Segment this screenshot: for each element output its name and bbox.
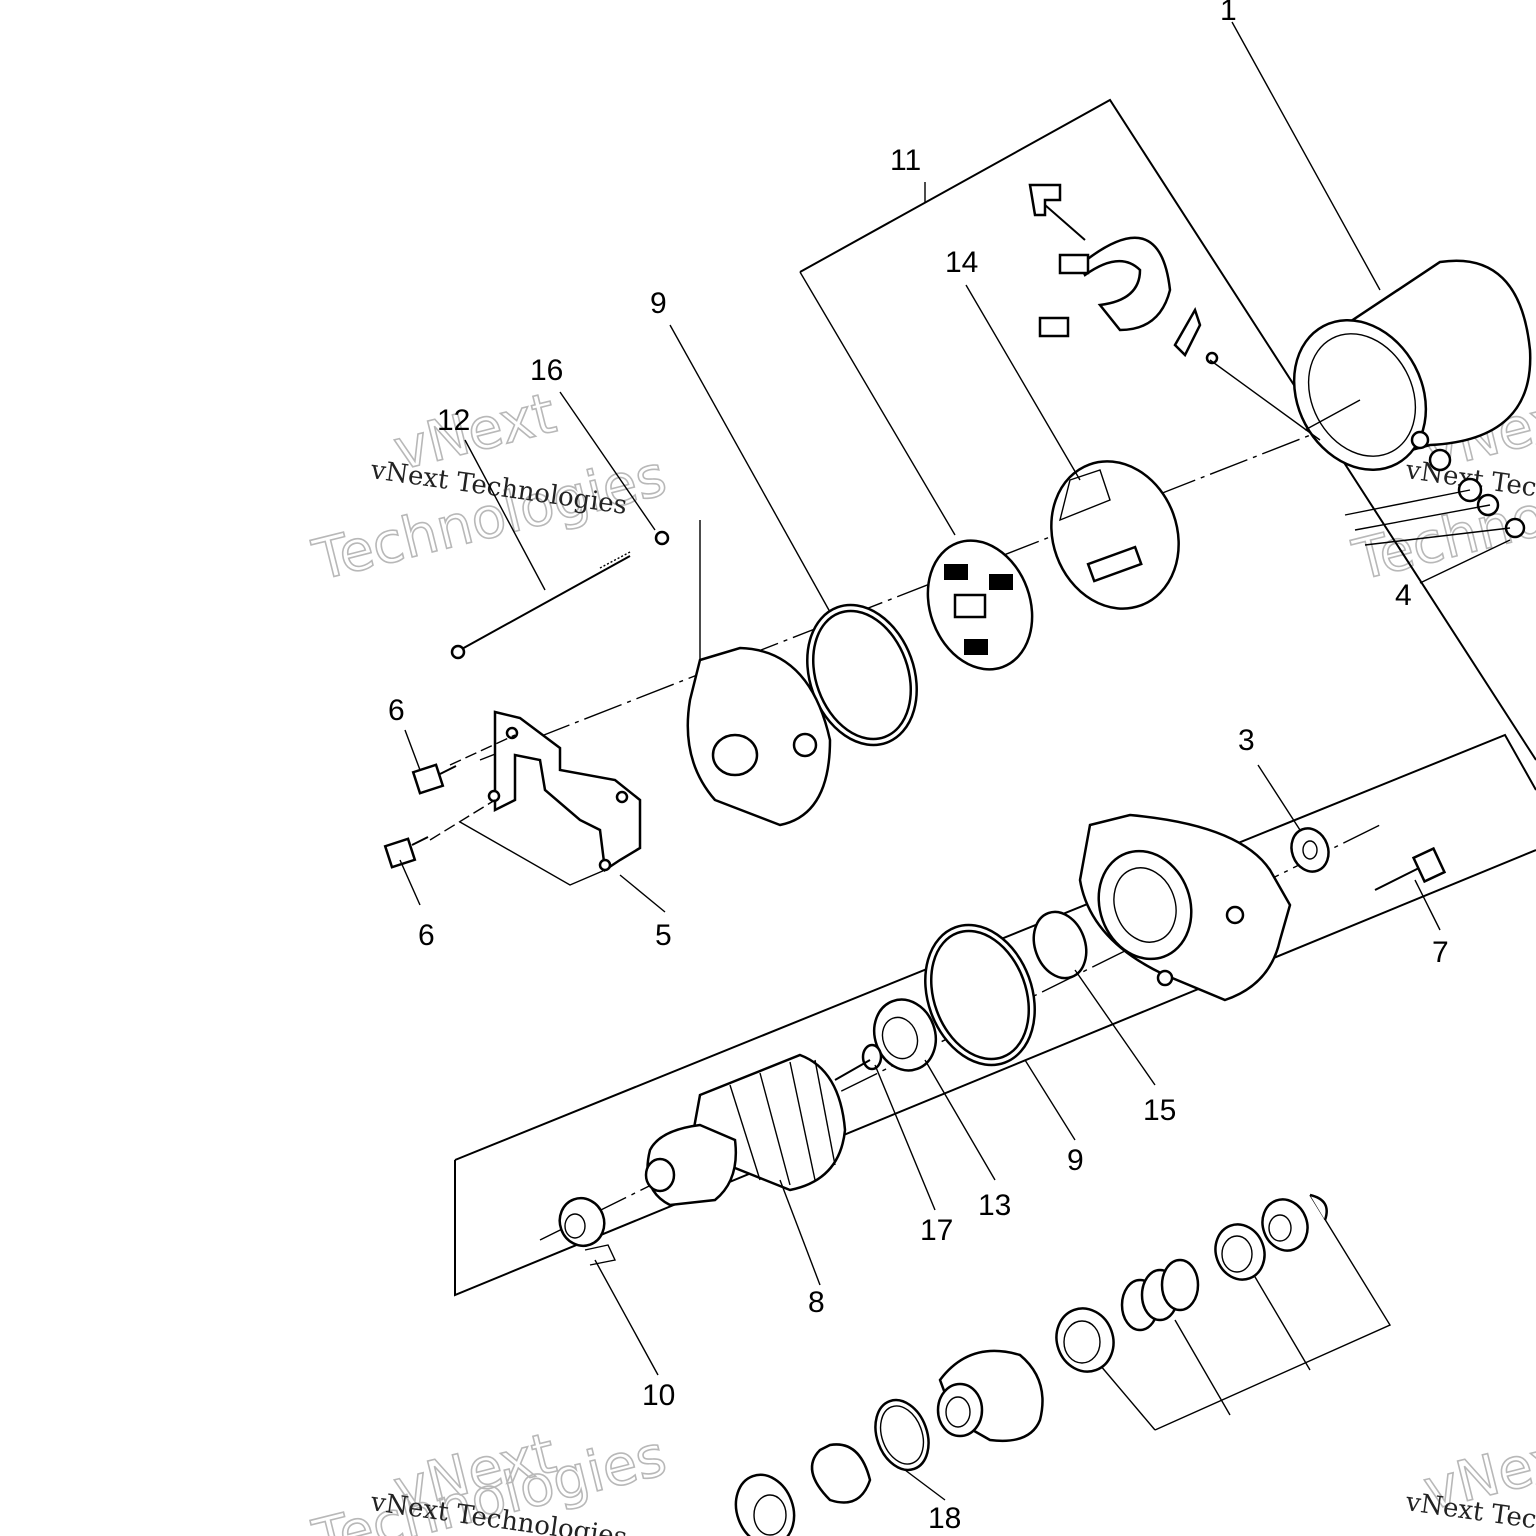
assembly-frame-lower: [454, 733, 1536, 1297]
callout-11: 11: [890, 144, 921, 177]
brush-holder-assembly: [1028, 183, 1321, 441]
assembly-axis-upper: [479, 399, 1401, 761]
sleeve: [1055, 1307, 1115, 1373]
front-housing: [1078, 813, 1292, 1002]
stop-ring: [1214, 1223, 1266, 1281]
leader-lines: [399, 21, 1511, 1501]
watermark-bottom-right: vNext vNext Technologies: [1403, 1420, 1536, 1536]
armature-part-8: [644, 1053, 871, 1207]
callout-17: 17: [920, 1214, 953, 1247]
bolt-part-6-upper: [411, 763, 457, 795]
callout-18: 18: [928, 1502, 961, 1535]
snap-ring-upper: [1309, 1193, 1328, 1221]
yoke-housing-part-1: [1292, 259, 1532, 472]
nut-washer-stack-part-4: [1344, 430, 1526, 546]
o-ring-part-18: [874, 1398, 930, 1472]
bushing-part-10: [558, 1196, 617, 1266]
callout-12: 12: [437, 404, 470, 437]
o-ring-part-15: [1032, 910, 1088, 980]
overrunning-clutch-pinion: [936, 1349, 1044, 1443]
bolt-part-7: [1374, 846, 1447, 891]
brush-plate-part-11: [926, 539, 1034, 671]
callout-6-lower: 6: [418, 919, 435, 952]
callout-9-lower: 9: [1067, 1144, 1084, 1177]
callout-14: 14: [945, 246, 978, 279]
callout-10: 10: [642, 1379, 675, 1412]
callout-8: 8: [808, 1286, 825, 1319]
callout-5: 5: [655, 919, 672, 952]
callout-6-upper: 6: [388, 694, 405, 727]
callout-3: 3: [1238, 724, 1255, 757]
group-bracket-clutch: [1099, 1194, 1392, 1431]
brush-plate-cover-part-14: [1050, 460, 1180, 610]
callout-13: 13: [978, 1189, 1011, 1222]
split-ring: [810, 1443, 872, 1504]
callout-labels: 1 11 14 9 16 12 6 6 5 3 4 7 15 9 13 17 8…: [388, 0, 1449, 1535]
callout-7: 7: [1432, 936, 1449, 969]
o-ring-part-9-upper: [806, 603, 918, 747]
coil-spring: [1120, 1258, 1200, 1332]
callout-4: 4: [1395, 579, 1412, 612]
watermark-bottom-left: vNext Technologies vNext Technologies: [306, 1420, 673, 1536]
washer-part-3: [1290, 827, 1330, 873]
small-o-ring-part-16: [654, 520, 701, 660]
callout-1: 1: [1220, 0, 1237, 27]
ring-part-17: [861, 1043, 883, 1071]
bolt-part-6-lower: [383, 836, 429, 869]
group-bracket-11: [799, 98, 1536, 761]
callout-15: 15: [1143, 1094, 1176, 1127]
mounting-bracket-part-5: [429, 710, 642, 886]
callout-16: 16: [530, 354, 563, 387]
callout-9-upper: 9: [650, 287, 667, 320]
end-washer: [734, 1473, 796, 1536]
o-ring-part-9-lower: [924, 923, 1036, 1067]
collar-upper: [1261, 1198, 1309, 1252]
rear-end-cover: [686, 646, 832, 827]
through-bolt-part-12: [450, 551, 631, 660]
